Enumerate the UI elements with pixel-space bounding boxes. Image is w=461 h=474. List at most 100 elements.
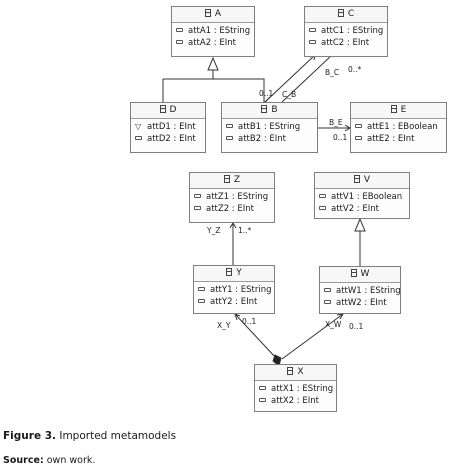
source-prefix: Source:: [3, 455, 44, 466]
class-e-header: E: [351, 103, 446, 119]
attribute-label: attB2 : EInt: [238, 134, 286, 144]
attribute-icon: [135, 136, 142, 140]
attribute-label: attV2 : EInt: [331, 204, 379, 214]
attribute-icon: [226, 136, 233, 140]
attribute-icon: [324, 288, 331, 292]
attribute-row[interactable]: attE2 : EInt: [355, 133, 446, 145]
yz-multiplicity-label: 1..*: [238, 226, 252, 235]
class-x[interactable]: X attX1 : EString attX2 : EInt: [254, 364, 337, 412]
attribute-icon: [324, 300, 331, 304]
attribute-row[interactable]: attV1 : EBoolean: [319, 191, 409, 203]
class-name: A: [214, 9, 222, 19]
attribute-row[interactable]: attW1 : EString: [324, 285, 401, 297]
class-name: Y: [236, 268, 242, 278]
be-role-label: B_E: [329, 118, 343, 127]
attribute-label: attD2 : EInt: [147, 134, 196, 144]
attribute-icon: [226, 124, 233, 128]
xy-role-label: X_Y: [217, 321, 231, 330]
class-icon: [350, 269, 357, 277]
attribute-label: attV1 : EBoolean: [331, 192, 403, 202]
attribute-label: attB1 : EString: [238, 122, 301, 132]
attribute-icon: [355, 136, 362, 140]
class-z[interactable]: Z attZ1 : EString attZ2 : EInt: [189, 172, 275, 223]
class-name: Z: [233, 175, 241, 185]
attribute-label: attX1 : EString: [271, 384, 334, 394]
be-multiplicity-label: 0..1: [333, 133, 348, 142]
class-w[interactable]: W attW1 : EString attW2 : EInt: [319, 266, 401, 314]
attribute-row[interactable]: attZ2 : EInt: [194, 203, 274, 215]
association-b-c: [263, 54, 333, 104]
attribute-row[interactable]: attX2 : EInt: [259, 395, 336, 407]
attribute-row[interactable]: attB1 : EString: [226, 121, 317, 133]
attribute-label: attX2 : EInt: [271, 396, 319, 406]
class-icon: [390, 105, 397, 113]
attribute-icon: [194, 206, 201, 210]
attribute-row[interactable]: ▽attD1 : EInt: [135, 121, 205, 133]
class-icon: [159, 105, 166, 113]
attribute-icon: [259, 386, 266, 390]
attribute-row[interactable]: attC1 : EString: [309, 25, 387, 37]
attribute-row[interactable]: attX1 : EString: [259, 383, 336, 395]
class-name: D: [169, 105, 177, 115]
attribute-row[interactable]: attY2 : EInt: [198, 296, 274, 308]
class-c[interactable]: C attC1 : EString attC2 : EInt: [304, 6, 388, 57]
attribute-row[interactable]: attZ1 : EString: [194, 191, 274, 203]
attribute-icon: [176, 40, 183, 44]
attribute-row[interactable]: attB2 : EInt: [226, 133, 317, 145]
cb-role-label: C_B: [282, 90, 297, 99]
attribute-label: attY1 : EString: [210, 285, 272, 295]
attribute-label: attE1 : EBoolean: [367, 122, 438, 132]
xw-multiplicity-label: 0..1: [349, 322, 364, 331]
attribute-label: attA1 : EString: [188, 26, 251, 36]
attribute-row[interactable]: attY1 : EString: [198, 284, 274, 296]
class-name: E: [400, 105, 407, 115]
class-icon: [337, 9, 344, 17]
class-icon: [261, 105, 268, 113]
composition-x-y-w: [234, 313, 344, 367]
class-b[interactable]: B attB1 : EString attB2 : EInt: [221, 102, 318, 153]
attribute-icon: [309, 40, 316, 44]
attribute-label: attC1 : EString: [321, 26, 384, 36]
attribute-label: attW1 : EString: [336, 286, 401, 296]
attribute-label: attY2 : EInt: [210, 297, 258, 307]
attribute-label: attC2 : EInt: [321, 38, 370, 48]
association-y-z: [229, 222, 237, 265]
class-c-header: C: [305, 7, 387, 23]
attribute-label: attA2 : EInt: [188, 38, 236, 48]
class-name: X: [297, 367, 304, 377]
attribute-icon: [198, 287, 205, 291]
class-v[interactable]: V attV1 : EBoolean attV2 : EInt: [314, 172, 410, 219]
source-text: own work.: [46, 455, 96, 466]
class-name: C: [347, 9, 355, 19]
class-y[interactable]: Y attY1 : EString attY2 : EInt: [193, 265, 275, 314]
class-v-header: V: [315, 173, 409, 189]
attribute-icon: [319, 194, 326, 198]
xw-role-label: X_W: [325, 320, 342, 329]
class-d-header: D: [131, 103, 205, 119]
attribute-icon: [259, 398, 266, 402]
class-a[interactable]: A attA1 : EString attA2 : EInt: [171, 6, 255, 57]
attribute-icon: [309, 28, 316, 32]
class-icon: [204, 9, 211, 17]
attribute-label: attZ2 : EInt: [206, 204, 254, 214]
attribute-icon: [319, 206, 326, 210]
class-y-header: Y: [194, 266, 274, 282]
class-icon: [226, 268, 233, 276]
class-icon: [287, 367, 294, 375]
attribute-row[interactable]: attA2 : EInt: [176, 37, 254, 49]
class-d[interactable]: D ▽attD1 : EInt attD2 : EInt: [130, 102, 206, 153]
attribute-row[interactable]: attD2 : EInt: [135, 133, 205, 145]
class-z-header: Z: [190, 173, 274, 189]
attribute-icon: [194, 194, 201, 198]
attribute-row[interactable]: attV2 : EInt: [319, 203, 409, 215]
attribute-row[interactable]: attW2 : EInt: [324, 297, 400, 309]
attribute-label: attD1 : EInt: [147, 122, 196, 132]
class-e[interactable]: E attE1 : EBoolean attE2 : EInt: [350, 102, 447, 153]
attribute-row[interactable]: attA1 : EString: [176, 25, 254, 37]
attribute-row[interactable]: attC2 : EInt: [309, 37, 387, 49]
attribute-row[interactable]: attE1 : EBoolean: [355, 121, 446, 133]
figure-caption: Figure 3. Imported metamodels: [3, 430, 176, 442]
inheritance-w-v: [354, 217, 366, 266]
class-name: B: [271, 105, 278, 115]
attribute-icon: [198, 299, 205, 303]
